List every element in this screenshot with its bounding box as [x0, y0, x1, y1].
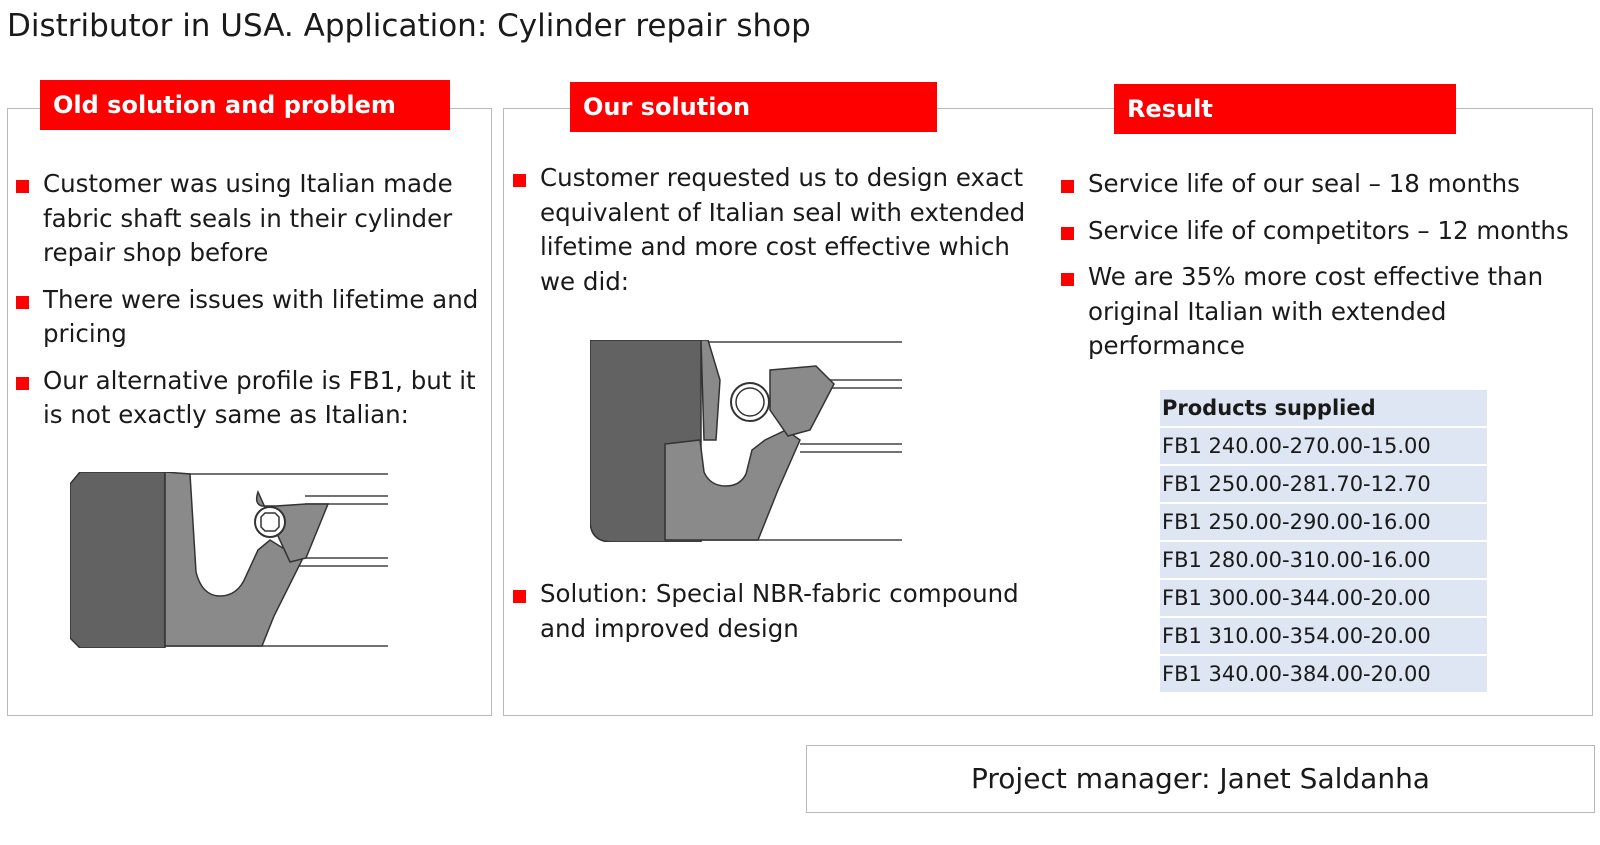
- bullet-text: Customer was using Italian made fabric s…: [43, 169, 453, 267]
- header-old-solution: Old solution and problem: [40, 80, 450, 130]
- bullet-square-icon: [16, 295, 29, 309]
- seal-new-profile-illustration: [590, 340, 902, 542]
- bullet-text: Service life of competitors – 12 months: [1088, 215, 1569, 245]
- table-row: FB1 300.00-344.00-20.00: [1160, 580, 1487, 618]
- our-solution-list-after: Solution: Special NBR-fabric compound an…: [505, 577, 1025, 658]
- list-item: Our alternative profile is FB1, but it i…: [8, 364, 488, 433]
- bullet-text: Customer requested us to design exact eq…: [540, 163, 1026, 296]
- list-item: There were issues with lifetime and pric…: [8, 283, 488, 352]
- table-cell: FB1 280.00-310.00-16.00: [1160, 542, 1487, 580]
- products-supplied-table: Products supplied FB1 240.00-270.00-15.0…: [1160, 390, 1487, 694]
- bullet-text: Our alternative profile is FB1, but it i…: [43, 365, 476, 430]
- table-row: FB1 280.00-310.00-16.00: [1160, 542, 1487, 580]
- table-cell: FB1 310.00-354.00-20.00: [1160, 618, 1487, 656]
- result-list: Service life of our seal – 18 months Ser…: [1053, 167, 1583, 376]
- page-title: Distributor in USA. Application: Cylinde…: [7, 8, 811, 44]
- table-header: Products supplied: [1160, 390, 1487, 428]
- table-header-row: Products supplied: [1160, 390, 1487, 428]
- bullet-text: We are 35% more cost effective than orig…: [1088, 262, 1544, 360]
- our-solution-list: Customer requested us to design exact eq…: [505, 161, 1035, 311]
- list-item: Customer was using Italian made fabric s…: [8, 167, 488, 271]
- bullet-text: There were issues with lifetime and pric…: [43, 284, 479, 349]
- bullet-text: Solution: Special NBR-fabric compound an…: [540, 579, 1019, 643]
- table-cell: FB1 300.00-344.00-20.00: [1160, 580, 1487, 618]
- table-cell: FB1 240.00-270.00-15.00: [1160, 428, 1487, 466]
- bullet-square-icon: [513, 174, 526, 187]
- list-item: We are 35% more cost effective than orig…: [1053, 260, 1583, 364]
- bullet-square-icon: [16, 180, 29, 193]
- seal-old-profile-illustration: [70, 472, 388, 648]
- bullet-square-icon: [1061, 273, 1074, 286]
- table-row: FB1 240.00-270.00-15.00: [1160, 428, 1487, 466]
- bullet-text: Service life of our seal – 18 months: [1088, 169, 1520, 198]
- bullet-square-icon: [1061, 180, 1074, 193]
- header-result: Result: [1114, 84, 1456, 134]
- header-our-solution: Our solution: [570, 82, 937, 132]
- table-cell: FB1 340.00-384.00-20.00: [1160, 656, 1487, 694]
- list-item: Service life of our seal – 18 months: [1053, 167, 1583, 202]
- old-solution-list: Customer was using Italian made fabric s…: [8, 167, 488, 445]
- table-cell: FB1 250.00-281.70-12.70: [1160, 466, 1487, 504]
- bullet-square-icon: [1061, 226, 1074, 240]
- list-item: Solution: Special NBR-fabric compound an…: [505, 577, 1025, 646]
- table-cell: FB1 250.00-290.00-16.00: [1160, 504, 1487, 542]
- project-manager-box: Project manager: Janet Saldanha: [806, 745, 1595, 813]
- table-row: FB1 340.00-384.00-20.00: [1160, 656, 1487, 694]
- table-row: FB1 250.00-281.70-12.70: [1160, 466, 1487, 504]
- bullet-square-icon: [513, 590, 526, 603]
- table-row: FB1 310.00-354.00-20.00: [1160, 618, 1487, 656]
- list-item: Service life of competitors – 12 months: [1053, 214, 1583, 249]
- table-row: FB1 250.00-290.00-16.00: [1160, 504, 1487, 542]
- bullet-square-icon: [16, 376, 29, 390]
- list-item: Customer requested us to design exact eq…: [505, 161, 1035, 299]
